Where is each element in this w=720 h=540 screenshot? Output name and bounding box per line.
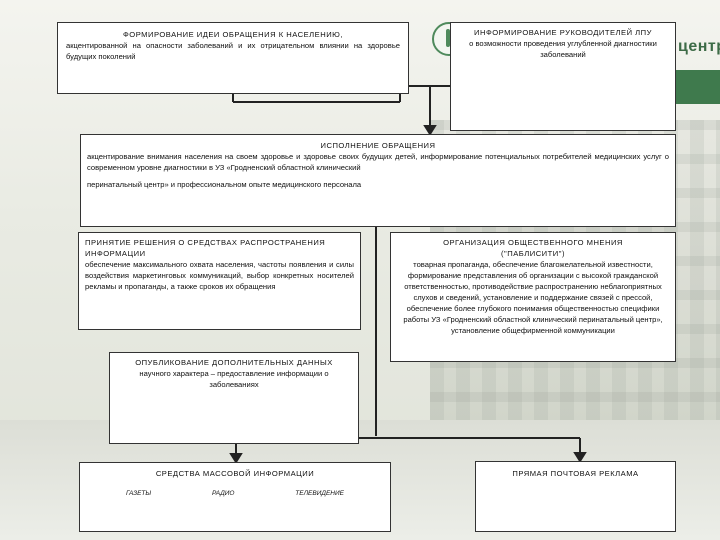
managers-title: ИНФОРМИРОВАНИЕ РУКОВОДИТЕЛЕЙ ЛПУ [474,28,652,37]
mail-title: ПРЯМАЯ ПОЧТОВАЯ РЕКЛАМА [512,469,639,478]
execution-box: ИСПОЛНЕНИЕ ОБРАЩЕНИЯ акцентирование вним… [80,134,676,227]
media-item-radio: РАДИО [211,490,235,497]
managers-text: о возможности проведения углубленной диа… [469,39,657,59]
opinion-text: товарная пропаганда, обеспечение благоже… [403,260,663,335]
opinion-title: ОРГАНИЗАЦИЯ ОБЩЕСТВЕННОГО МНЕНИЯ [443,238,623,247]
execution-text: акцентирование внимания населения на сво… [87,152,669,172]
media-item-newspapers: ГАЗЕТЫ [126,490,152,497]
formation-box: ФОРМИРОВАНИЕ ИДЕИ ОБРАЩЕНИЯ К НАСЕЛЕНИЮ,… [57,22,409,94]
decision-text: обеспечение максимального охвата населен… [85,260,354,291]
opinion-subtitle: ("ПАБЛИСИТИ") [501,249,565,258]
publication-text: научного характера – предоставление инфо… [139,369,329,389]
media-box: СРЕДСТВА МАССОВОЙ ИНФОРМАЦИИ ГАЗЕТЫ РАДИ… [79,462,391,532]
managers-box: ИНФОРМИРОВАНИЕ РУКОВОДИТЕЛЕЙ ЛПУ о возмо… [450,22,676,131]
logo-text: центр [678,38,720,55]
execution-title: ИСПОЛНЕНИЕ ОБРАЩЕНИЯ [320,141,436,150]
publication-box: ОПУБЛИКОВАНИЕ ДОПОЛНИТЕЛЬНЫХ ДАННЫХ науч… [109,352,359,444]
formation-title: ФОРМИРОВАНИЕ ИДЕИ ОБРАЩЕНИЯ К НАСЕЛЕНИЮ, [123,30,343,39]
formation-text: акцентированной на опасности заболеваний… [66,41,400,61]
decision-title: ПРИНЯТИЕ РЕШЕНИЯ О СРЕДСТВАХ РАСПРОСТРАН… [85,238,326,258]
media-item-television: ТЕЛЕВИДЕНИЕ [295,490,344,497]
media-items: ГАЗЕТЫ РАДИО ТЕЛЕВИДЕНИЕ [86,489,384,498]
decision-box: ПРИНЯТИЕ РЕШЕНИЯ О СРЕДСТВАХ РАСПРОСТРАН… [78,232,361,330]
media-title: СРЕДСТВА МАССОВОЙ ИНФОРМАЦИИ [155,469,315,478]
mail-box: ПРЯМАЯ ПОЧТОВАЯ РЕКЛАМА [475,461,676,532]
execution-text-2: перинатальный центр» и профессиональном … [87,180,362,189]
opinion-box: ОРГАНИЗАЦИЯ ОБЩЕСТВЕННОГО МНЕНИЯ ("ПАБЛИ… [390,232,676,362]
publication-title: ОПУБЛИКОВАНИЕ ДОПОЛНИТЕЛЬНЫХ ДАННЫХ [135,358,333,367]
